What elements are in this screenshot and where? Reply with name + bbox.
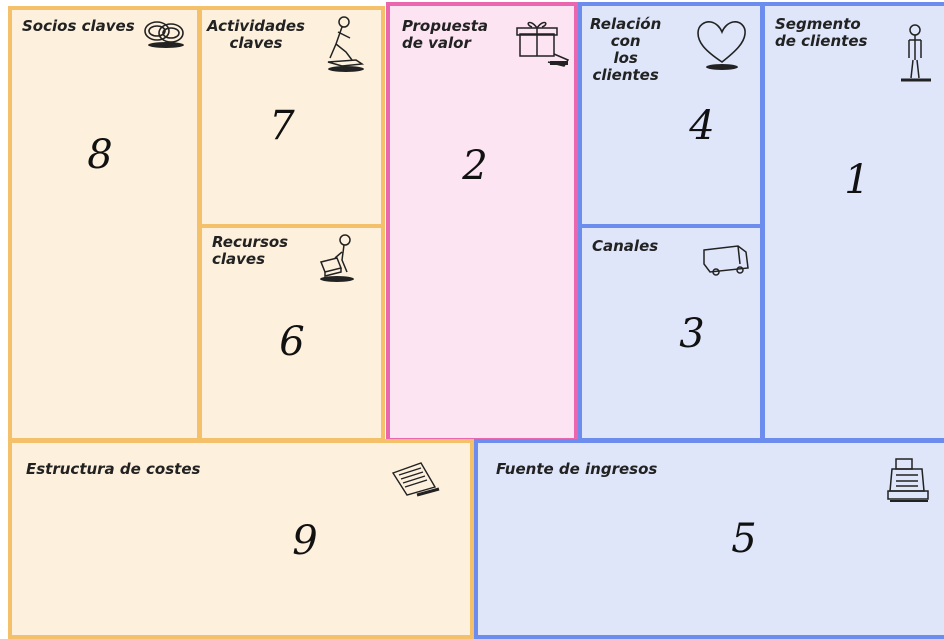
block-title: Estructura de costes <box>26 460 201 478</box>
block-socios-claves: Socios claves 8 <box>8 6 201 442</box>
block-number: 8 <box>87 132 113 178</box>
person-icon <box>899 22 933 86</box>
invoice-icon <box>387 459 443 499</box>
block-fuente-ingresos: Fuente de ingresos 5 <box>474 439 944 639</box>
block-title: Fuente de ingresos <box>496 460 658 478</box>
block-estructura-costes: Estructura de costes 9 <box>8 439 474 639</box>
block-number: 4 <box>689 103 715 149</box>
block-actividades-claves: Actividades claves 7 <box>198 6 385 228</box>
block-recursos-claves: Recursos claves 6 <box>198 224 385 442</box>
block-title: Relación con los clientes <box>590 15 662 84</box>
block-title: Actividades claves <box>207 17 305 52</box>
block-number: 3 <box>679 311 705 357</box>
block-propuesta-de-valor: Propuesta de valor 2 <box>386 2 578 442</box>
rings-icon <box>140 14 190 52</box>
block-title: Canales <box>592 237 659 255</box>
worker-icon <box>322 14 368 74</box>
block-title: Propuesta de valor <box>402 17 489 52</box>
block-title: Socios claves <box>22 17 135 35</box>
block-segmento-clientes: Segmento de clientes 1 <box>761 2 944 442</box>
block-number: 5 <box>731 516 757 562</box>
block-relacion-clientes: Relación con los clientes 4 <box>578 2 764 228</box>
gift-icon <box>512 16 572 72</box>
cash-register-icon <box>882 455 938 513</box>
block-number: 7 <box>269 103 295 149</box>
block-number: 9 <box>292 518 318 564</box>
worker-with-box-icon <box>317 232 363 284</box>
block-title: Recursos claves <box>212 233 289 268</box>
block-number: 2 <box>462 143 488 189</box>
truck-icon <box>700 240 752 280</box>
heart-icon <box>694 18 750 72</box>
block-canales: Canales 3 <box>578 224 764 442</box>
block-number: 1 <box>844 157 870 203</box>
block-title: Segmento de clientes <box>775 15 868 50</box>
block-number: 6 <box>279 319 305 365</box>
